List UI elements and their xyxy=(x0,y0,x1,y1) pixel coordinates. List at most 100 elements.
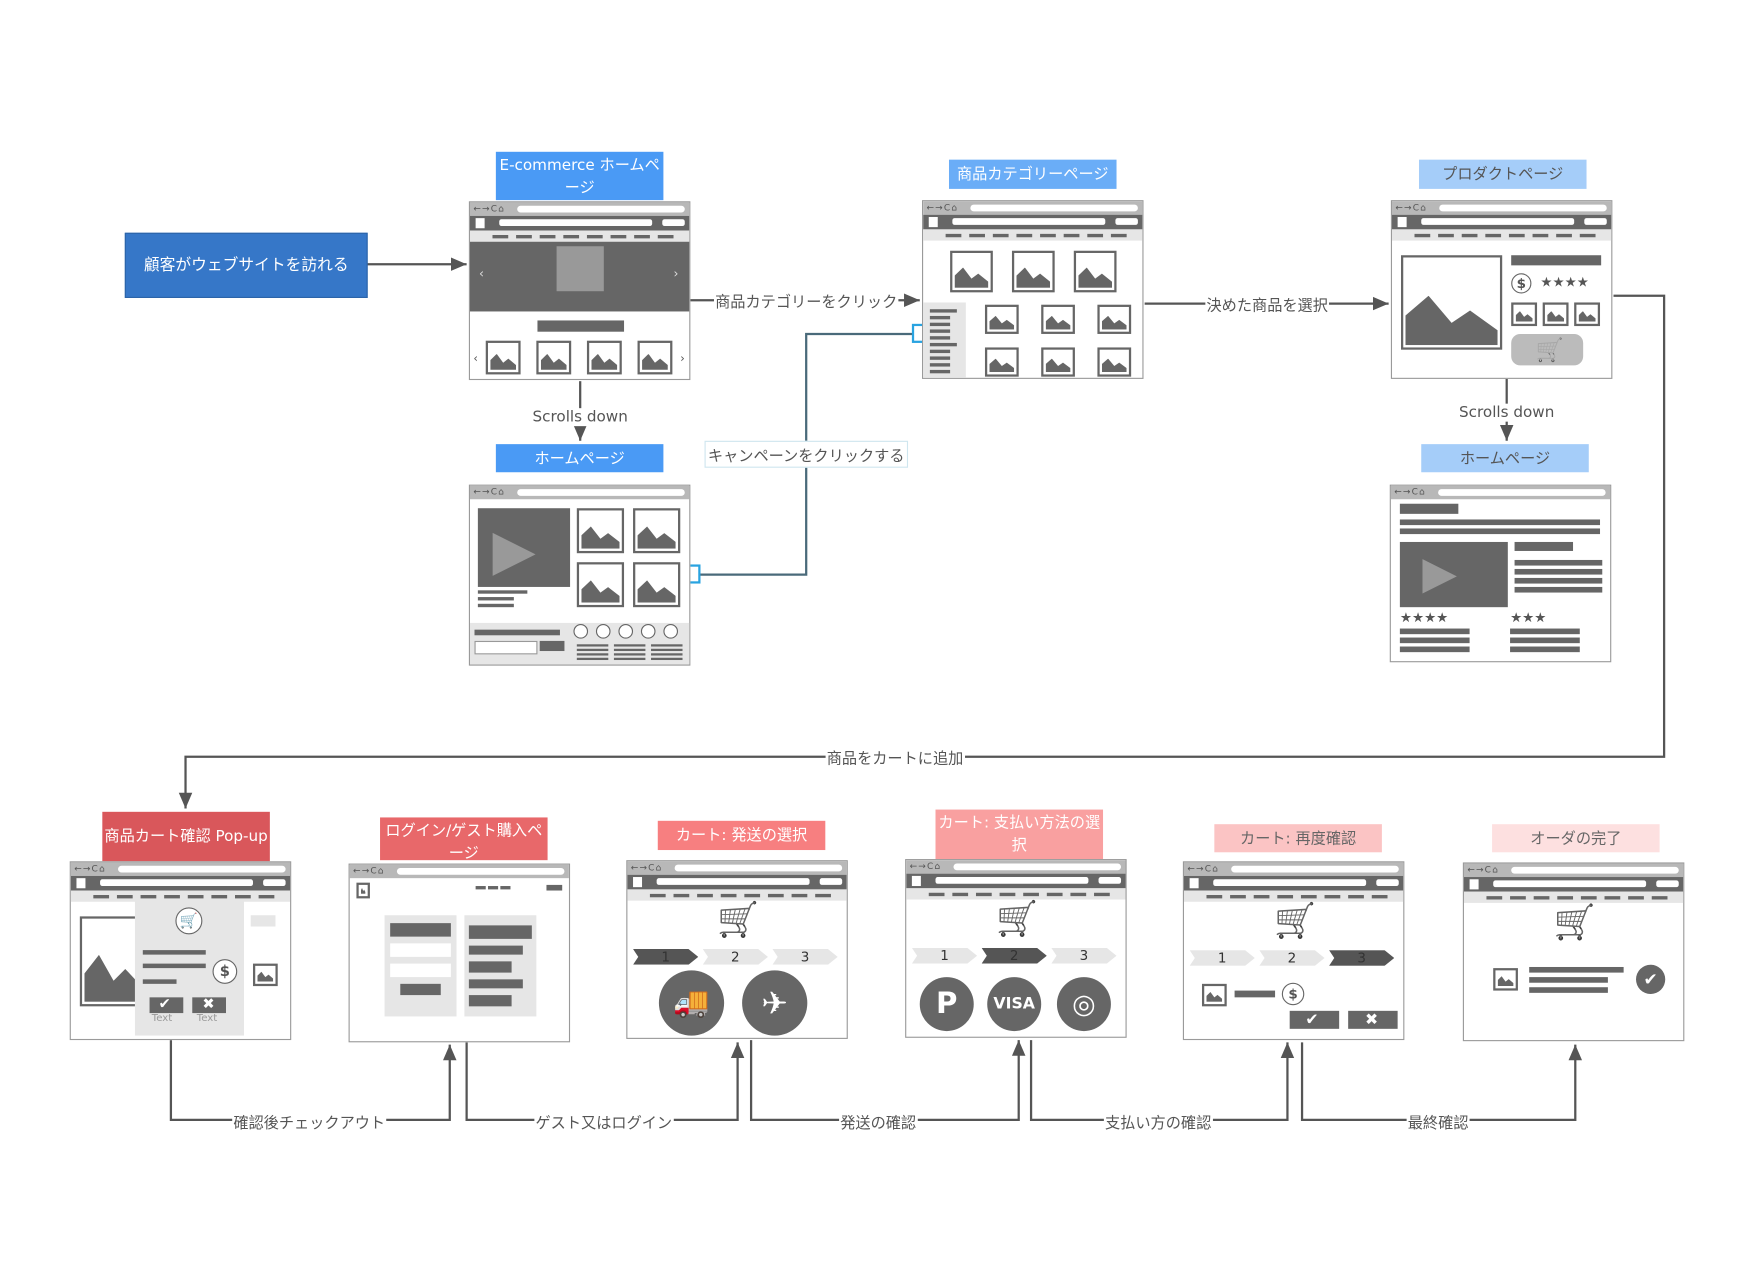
footer-title xyxy=(474,629,560,636)
login-field xyxy=(390,943,451,957)
edge-label-scroll-2: Scrolls down xyxy=(1457,403,1556,422)
menu-item xyxy=(744,893,761,898)
edge-label-confirm-payment: 支払い方の確認 xyxy=(1103,1109,1213,1133)
logo-icon xyxy=(911,875,921,887)
menu-item xyxy=(1580,896,1597,900)
image-placeholder-icon xyxy=(1201,983,1227,1007)
site-header xyxy=(70,875,291,891)
wireframe-complete[interactable]: ←→C⌂🛒✔ xyxy=(1462,862,1685,1042)
footer-link xyxy=(613,657,646,661)
guest-line xyxy=(468,945,523,955)
search-bar xyxy=(100,879,253,887)
edge-final-confirm xyxy=(1300,1042,1583,1122)
facebook-icon xyxy=(663,624,679,639)
menu-item xyxy=(791,893,808,898)
image-placeholder-icon xyxy=(950,250,993,293)
filter-line xyxy=(929,315,951,320)
wireframe-product-scrolled[interactable]: ←→C⌂▶★★★★★★★ xyxy=(1389,484,1612,663)
menu-item xyxy=(492,234,509,239)
menu-item xyxy=(1087,233,1104,238)
site-header xyxy=(627,874,847,890)
hero-image xyxy=(556,246,604,292)
text-line xyxy=(1529,966,1624,973)
text-line xyxy=(1514,568,1603,575)
filter-line xyxy=(929,363,951,367)
header-button xyxy=(819,878,843,885)
menu-item xyxy=(1046,892,1063,897)
guest-title xyxy=(468,925,532,939)
menu-item xyxy=(475,886,486,890)
wireframe-login[interactable]: ←→C⌂ xyxy=(348,863,571,1043)
image-placeholder-icon xyxy=(356,882,370,899)
image-placeholder-icon xyxy=(576,508,625,554)
page-label-home: ホームページ xyxy=(495,444,664,473)
site-header xyxy=(1463,877,1684,892)
address-bar xyxy=(1439,204,1607,212)
footer-link xyxy=(576,653,609,656)
menu-item xyxy=(1556,233,1572,238)
text-line xyxy=(1529,977,1608,983)
edge-confirm-payment xyxy=(1029,1040,1295,1122)
menu-item xyxy=(487,886,499,890)
footer-link xyxy=(651,644,683,647)
menu-item xyxy=(1324,895,1341,899)
image-placeholder-icon xyxy=(1097,347,1132,377)
video-block xyxy=(477,508,571,587)
header-button xyxy=(1098,877,1122,884)
chevron-left-icon: ‹ xyxy=(478,266,484,282)
menu-item xyxy=(657,234,674,239)
edge-label-select-product: 決めた商品を選択 xyxy=(1205,292,1330,315)
menu-item xyxy=(1510,896,1526,900)
menu-item xyxy=(211,895,228,899)
filter-line xyxy=(929,336,951,340)
search-bar xyxy=(935,877,1089,884)
guest-line xyxy=(468,979,523,989)
menu-bar xyxy=(923,229,1143,241)
newsletter-input xyxy=(474,640,538,655)
wireframe-home-scrolled[interactable]: ←→C⌂▶ xyxy=(468,484,691,666)
header-button xyxy=(662,219,685,227)
wireframe-ecommerce-home[interactable]: ←→C⌂‹›‹› xyxy=(468,201,691,381)
image-placeholder-icon xyxy=(1097,304,1132,334)
image-placeholder-icon xyxy=(1011,250,1055,293)
search-bar xyxy=(1213,879,1367,887)
edge-label-final-confirm: 最終確認 xyxy=(1406,1109,1470,1133)
filter-line xyxy=(929,369,951,374)
wireframe-product[interactable]: ←→C⌂$★★★★🛒 xyxy=(1390,200,1613,379)
edge-label-scroll-1: Scrolls down xyxy=(531,408,629,427)
review-line xyxy=(1399,637,1470,644)
page-label-product: プロダクトページ xyxy=(1418,159,1587,189)
menu-item xyxy=(1230,895,1246,899)
check-circle-icon: ✔ xyxy=(1636,964,1666,994)
subtitle xyxy=(1514,541,1574,551)
video-icon: ▶ xyxy=(1422,547,1457,600)
header-button xyxy=(1115,218,1138,225)
wireframe-category[interactable]: ←→C⌂ xyxy=(922,200,1144,379)
menu-item xyxy=(1094,892,1110,897)
edge-label-guest-login: ゲスト又はログイン xyxy=(534,1109,674,1133)
menu-item xyxy=(1604,896,1621,900)
filter-line xyxy=(929,356,951,360)
search-bar xyxy=(499,219,653,227)
guest-button xyxy=(468,961,512,973)
address-bar xyxy=(674,864,843,872)
address-bar xyxy=(1511,866,1679,874)
header-button xyxy=(263,879,286,887)
menu-item xyxy=(500,886,511,890)
start-node[interactable]: 顧客がウェブサイトを訪れる xyxy=(124,232,368,298)
edge-add-to-cart xyxy=(178,294,1666,809)
menu-item xyxy=(928,892,945,897)
menu-item xyxy=(1651,896,1668,900)
address-bar xyxy=(970,204,1138,212)
price-line xyxy=(1234,990,1276,998)
browser-toolbar: ←→C⌂ xyxy=(70,862,291,876)
footer-link xyxy=(651,648,683,652)
header-button xyxy=(1656,880,1679,888)
text-line xyxy=(1514,586,1603,593)
mastercard-icon: ◎ xyxy=(1056,977,1111,1032)
confirm-button: ✔ xyxy=(149,997,184,1014)
